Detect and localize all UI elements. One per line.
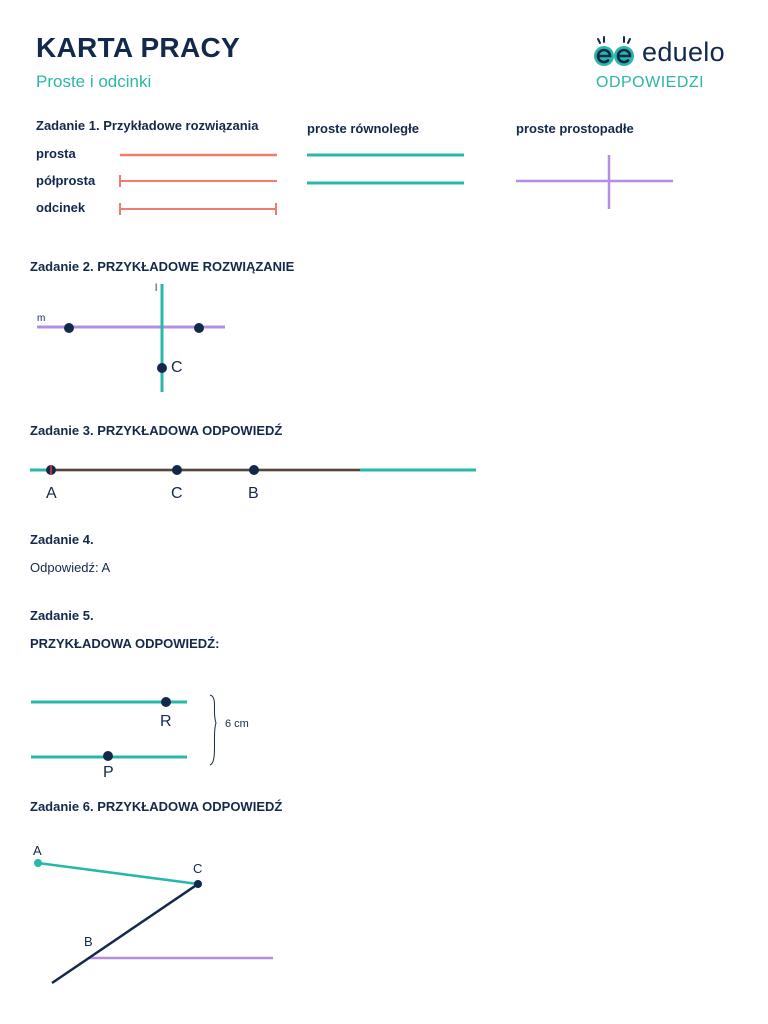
task2-label-c: C <box>171 359 183 376</box>
task2-point-c <box>157 363 167 373</box>
task1-parallel-label: proste równoległe <box>307 121 419 136</box>
task6-line-cb <box>51 882 199 985</box>
task5-distance-label: 6 cm <box>225 718 249 730</box>
task6-heading: Zadanie 6. PRZYKŁADOWA ODPOWIEDŹ <box>30 799 283 814</box>
task3-point-c <box>172 465 182 475</box>
answers-label: ODPOWIEDZI <box>596 74 705 91</box>
task5-heading: Zadanie 5. <box>30 608 94 623</box>
task6-point-a <box>34 859 42 867</box>
task5-label-r: R <box>160 713 172 730</box>
task5-diagram: R P 6 cm <box>31 694 249 781</box>
task5-brace <box>209 694 217 766</box>
task1-label-segment: odcinek <box>36 200 86 215</box>
task2-diagram: l m C <box>37 283 225 392</box>
task1-label-ray: półprosta <box>36 173 96 188</box>
brand-logo: eduelo <box>592 36 725 68</box>
task1-label-line: prosta <box>36 146 76 161</box>
task1-segment-example <box>119 203 277 215</box>
task4-heading: Zadanie 4. <box>30 532 94 547</box>
task3-point-b <box>249 465 259 475</box>
task2-label-l: l <box>155 283 157 294</box>
task6-point-c <box>194 880 202 888</box>
task2-heading: Zadanie 2. PRZYKŁADOWE ROZWIĄZANIE <box>30 259 295 274</box>
task2-point-left <box>64 323 74 333</box>
task2-point-right <box>194 323 204 333</box>
task5-point-p <box>103 751 113 761</box>
task1-perpendicular-lines <box>516 155 673 209</box>
task3-label-c: C <box>171 485 183 502</box>
task1-parallel-lines <box>307 153 464 185</box>
task6-label-a: A <box>33 843 42 858</box>
task1-heading: Zadanie 1. Przykładowe rozwiązania <box>36 118 259 133</box>
task5-subheading: PRZYKŁADOWA ODPOWIEDŹ: <box>30 636 220 651</box>
page-title: KARTA PRACY <box>36 32 240 63</box>
task3-label-b: B <box>248 485 259 502</box>
task5-point-r <box>161 697 171 707</box>
task5-label-p: P <box>103 764 114 781</box>
task3-label-a: A <box>46 485 57 502</box>
task1-ray-example <box>119 175 277 187</box>
task2-label-m: m <box>37 313 45 324</box>
task3-diagram: A C B <box>30 465 476 502</box>
task4-answer: Odpowiedź: A <box>30 560 111 575</box>
task1-perpendicular-label: proste prostopadłe <box>516 121 634 136</box>
task3-heading: Zadanie 3. PRZYKŁADOWA ODPOWIEDŹ <box>30 423 283 438</box>
task6-label-b: B <box>84 934 93 949</box>
eduelo-logo-icon <box>594 36 634 66</box>
task6-label-c: C <box>193 861 202 876</box>
task6-diagram: A C B <box>33 843 273 985</box>
brand-name: eduelo <box>642 36 725 67</box>
task6-ray-ca <box>37 861 199 886</box>
page-subtitle: Proste i odcinki <box>36 72 152 91</box>
